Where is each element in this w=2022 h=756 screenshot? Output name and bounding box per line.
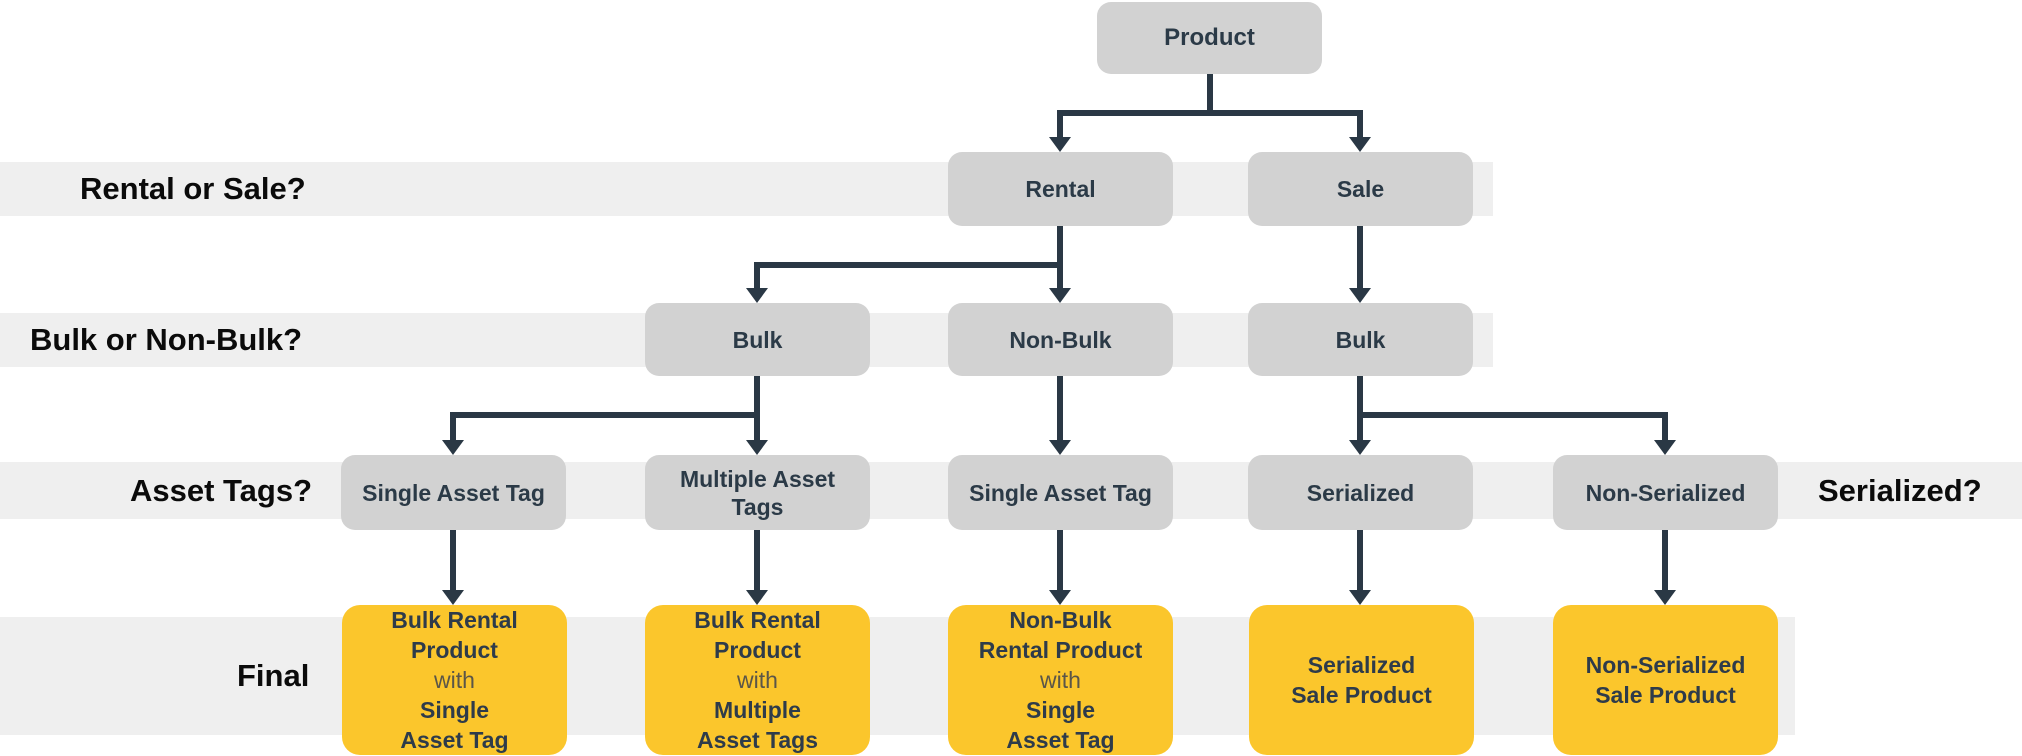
arrowhead-serialized [1349, 440, 1371, 455]
question-asset-tags: Asset Tags? [130, 472, 313, 508]
final-bulk-rental-single-tag: Bulk Rental Product with Single Asset Ta… [342, 605, 567, 755]
connector-tag1-final [450, 530, 456, 592]
final-line-with: with [1040, 667, 1081, 693]
arrowhead-rental [1049, 137, 1071, 152]
connector-to-serialized [1357, 412, 1363, 442]
arrowhead-final5 [1654, 590, 1676, 605]
final-line: Product [714, 637, 801, 663]
band-final [0, 617, 1795, 735]
connector-nonbulk-to-tag2 [1057, 376, 1063, 442]
final-line: Single [1025, 697, 1095, 723]
node-single-asset-tag-1: Single Asset Tag [341, 455, 566, 530]
final-line: Product [411, 637, 498, 663]
connector-to-nonserialized [1662, 412, 1668, 442]
final-line: Bulk Rental [694, 607, 821, 633]
final-line: Asset Tags [696, 727, 818, 753]
arrowhead-sale [1349, 137, 1371, 152]
node-sale: Sale [1248, 152, 1473, 226]
arrowhead-final4 [1349, 590, 1371, 605]
final-line: Asset Tag [400, 727, 509, 753]
arrowhead-final1 [442, 590, 464, 605]
connector-split-serialized [1357, 412, 1668, 418]
final-line: Non-Serialized [1585, 652, 1746, 678]
final-serialized-sale: Serialized Sale Product [1249, 605, 1474, 755]
connector-bulk1-stem [754, 376, 760, 418]
node-rental: Rental [948, 152, 1173, 226]
connector-serialized-final [1357, 530, 1363, 592]
node-nonbulk-rental: Non-Bulk [948, 303, 1173, 376]
connector-rental-stem [1057, 226, 1063, 290]
final-line: Sale Product [1291, 682, 1432, 708]
arrowhead-tag2 [1049, 440, 1071, 455]
final-non-serialized-sale: Non-Serialized Sale Product [1553, 605, 1778, 755]
question-rental-or-sale: Rental or Sale? [80, 171, 306, 206]
arrowhead-final2 [746, 590, 768, 605]
connector-to-sale [1357, 110, 1363, 139]
node-product: Product [1097, 2, 1322, 74]
arrowhead-nonserialized [1654, 440, 1676, 455]
arrowhead-final3 [1049, 590, 1071, 605]
connector-bulk2-stem [1357, 376, 1363, 418]
arrowhead-tags [746, 440, 768, 455]
arrowhead-nonbulk [1049, 288, 1071, 303]
question-bulk-or-nonbulk: Bulk or Non-Bulk? [30, 322, 303, 357]
final-line: Single [419, 697, 489, 723]
connector-to-bulk1 [754, 262, 760, 290]
connector-nonserialized-final [1662, 530, 1668, 592]
node-bulk-rental: Bulk [645, 303, 870, 376]
connector-tags-final [754, 530, 760, 592]
node-multiple-asset-tags: Multiple Asset Tags [645, 455, 870, 530]
final-bulk-rental-multiple-tags: Bulk Rental Product with Multiple Asset … [645, 605, 870, 755]
connector-sale-to-bulk2 [1357, 226, 1363, 290]
question-serialized: Serialized? [1818, 472, 1982, 508]
connector-to-rental [1057, 110, 1063, 139]
connector-split-asset-tags [450, 412, 760, 418]
arrowhead-bulk2 [1349, 288, 1371, 303]
arrowhead-bulk1 [746, 288, 768, 303]
node-bulk-sale: Bulk [1248, 303, 1473, 376]
final-line: Bulk Rental [391, 607, 518, 633]
final-line: Sale Product [1595, 682, 1736, 708]
connector-tag2-final [1057, 530, 1063, 592]
connector-product-stem [1207, 74, 1213, 116]
final-line: Serialized [1307, 652, 1416, 678]
final-line: Multiple [714, 697, 801, 723]
node-serialized: Serialized [1248, 455, 1473, 530]
final-nonbulk-rental-single-tag: Non-Bulk Rental Product with Single Asse… [948, 605, 1173, 755]
question-final: Final [237, 658, 310, 693]
connector-split-rental-sale [1057, 110, 1363, 116]
final-line: Asset Tag [1006, 727, 1115, 753]
node-single-asset-tag-2: Single Asset Tag [948, 455, 1173, 530]
connector-split-bulk-nonbulk [754, 262, 1063, 268]
connector-to-tag1 [450, 412, 456, 442]
arrowhead-tag1 [442, 440, 464, 455]
node-non-serialized: Non-Serialized [1553, 455, 1778, 530]
final-line: Rental Product [978, 637, 1143, 663]
band-rental-or-sale [0, 162, 1493, 216]
final-line: Non-Bulk [1009, 607, 1112, 633]
final-line-with: with [737, 667, 778, 693]
final-line-with: with [434, 667, 475, 693]
connector-to-tags [754, 412, 760, 442]
